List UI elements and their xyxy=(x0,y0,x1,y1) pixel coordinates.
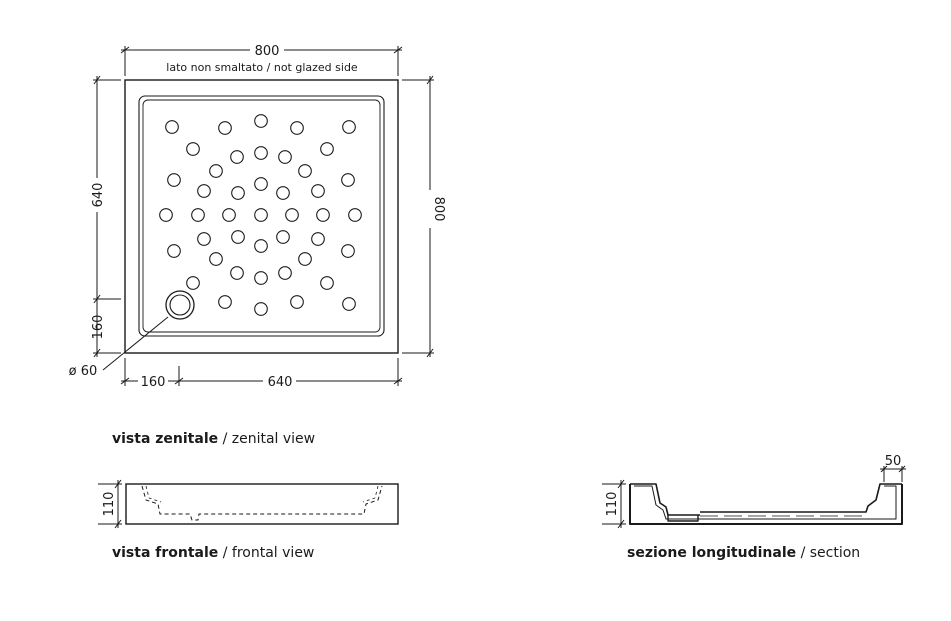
section-view xyxy=(629,483,903,525)
antislip-hole xyxy=(254,302,268,316)
antislip-hole xyxy=(159,208,173,222)
antislip-hole xyxy=(285,208,299,222)
section-outer-edge-right xyxy=(700,483,902,513)
antislip-hole xyxy=(254,146,268,160)
antislip-hole xyxy=(209,164,223,178)
antislip-hole xyxy=(191,208,205,222)
section-drain xyxy=(667,515,699,522)
front-height-label: 110 xyxy=(102,492,117,517)
not-glazed-note: lato non smaltato / not glazed side xyxy=(166,61,358,74)
inner-width-dimension-label: 640 xyxy=(268,375,293,390)
antislip-hole xyxy=(231,230,245,244)
section-inner-profile xyxy=(634,485,897,520)
section-outer-profile xyxy=(629,484,903,525)
antislip-hole xyxy=(278,150,292,164)
antislip-hole xyxy=(341,244,355,258)
section-rim-label: 50 xyxy=(885,454,902,469)
antislip-hole xyxy=(254,271,268,285)
antislip-hole xyxy=(311,232,325,246)
basin-inner-outline xyxy=(142,99,381,333)
antislip-hole xyxy=(342,120,356,134)
antislip-hole xyxy=(298,252,312,266)
antislip-hole xyxy=(209,252,223,266)
section-outer-edge-left xyxy=(630,483,700,516)
top-view xyxy=(102,79,399,371)
antislip-hole xyxy=(278,266,292,280)
antislip-hole xyxy=(341,173,355,187)
antislip-hole xyxy=(197,184,211,198)
top-view-caption: vista zenitale / zenital view xyxy=(112,431,315,447)
antislip-hole xyxy=(186,276,200,290)
antislip-hole xyxy=(186,142,200,156)
antislip-hole xyxy=(348,208,362,222)
section-view-caption-rest: / section xyxy=(796,545,861,561)
drain-diameter-label: ø 60 xyxy=(69,364,98,379)
antislip-hole xyxy=(254,239,268,253)
front-view xyxy=(125,483,399,525)
front-view-caption: vista frontale / frontal view xyxy=(112,545,314,561)
drain xyxy=(165,290,195,320)
front-view-caption-rest: / frontal view xyxy=(218,545,315,561)
antislip-hole xyxy=(167,244,181,258)
antislip-hole xyxy=(167,173,181,187)
section-view-caption-bold: sezione longitudinale xyxy=(627,545,797,561)
antislip-hole xyxy=(218,295,232,309)
width-dimension-label: 800 xyxy=(255,44,280,59)
front-outline xyxy=(125,483,399,525)
top-view-caption-rest: / zenital view xyxy=(218,431,316,447)
antislip-hole xyxy=(254,208,268,222)
front-basin-profile xyxy=(141,485,383,521)
antislip-hole xyxy=(276,186,290,200)
inner-height-dimension-label: 640 xyxy=(91,183,106,208)
antislip-hole xyxy=(222,208,236,222)
antislip-hole xyxy=(320,142,334,156)
antislip-hole xyxy=(316,208,330,222)
antislip-hole xyxy=(254,177,268,191)
antislip-hole xyxy=(311,184,325,198)
basin-outline xyxy=(138,95,385,337)
section-view-caption: sezione longitudinale / section xyxy=(627,545,860,561)
drain-offset-x-label: 160 xyxy=(141,375,166,390)
tray-outline xyxy=(124,79,399,354)
antislip-hole xyxy=(298,164,312,178)
section-height-label: 110 xyxy=(605,492,620,517)
antislip-hole xyxy=(165,120,179,134)
antislip-hole xyxy=(218,121,232,135)
drain-offset-y-label: 160 xyxy=(91,315,106,340)
antislip-hole xyxy=(290,121,304,135)
front-view-dimensions xyxy=(98,479,122,529)
antislip-hole xyxy=(342,297,356,311)
antislip-holes xyxy=(159,114,362,316)
front-view-caption-bold: vista frontale xyxy=(112,545,219,561)
antislip-hole xyxy=(197,232,211,246)
antislip-hole xyxy=(231,186,245,200)
section-view-dimensions xyxy=(602,465,906,529)
antislip-hole xyxy=(276,230,290,244)
height-dimension-label: 800 xyxy=(431,197,446,222)
antislip-hole xyxy=(230,150,244,164)
top-view-caption-bold: vista zenitale xyxy=(112,431,219,447)
antislip-hole xyxy=(320,276,334,290)
drain-leader-line xyxy=(102,316,169,371)
antislip-hole xyxy=(290,295,304,309)
antislip-hole xyxy=(230,266,244,280)
top-view-dimensions xyxy=(93,46,434,386)
antislip-hole xyxy=(254,114,268,128)
